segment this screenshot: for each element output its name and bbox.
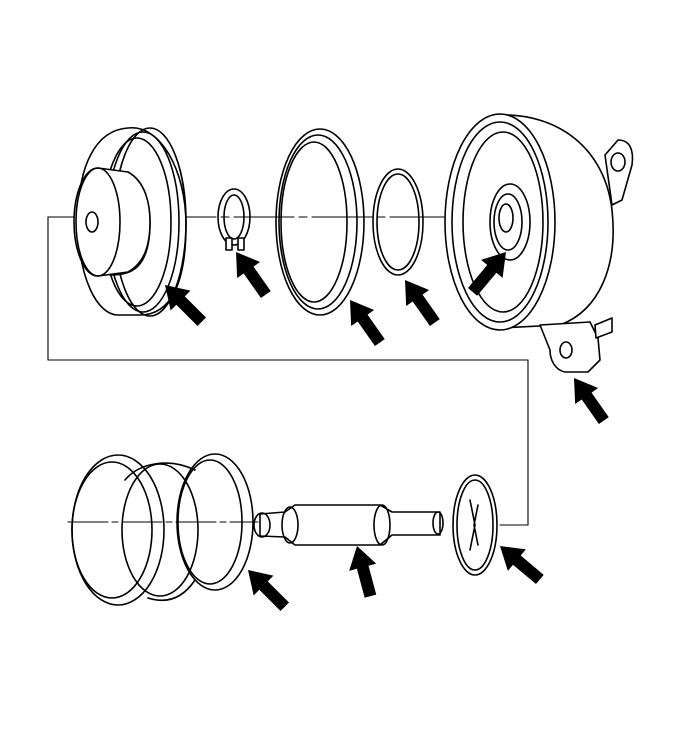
arrow-pin (349, 546, 377, 598)
arrow-housing-bore (467, 252, 506, 296)
arrow-inner-seal-ring (405, 280, 440, 327)
assembly-axis-line (47, 216, 529, 526)
arrow-snap-ring (236, 252, 271, 299)
arrow-piston (165, 285, 207, 327)
arrow-outer-seal-ring (350, 300, 385, 347)
cap (452, 474, 498, 576)
arrow-springs (248, 570, 290, 612)
housing (444, 113, 634, 373)
arrow-housing-mount (574, 378, 609, 425)
arrow-cap (500, 546, 544, 585)
snap-ring (217, 188, 251, 251)
pin (253, 504, 444, 546)
inner-seal-ring (372, 168, 424, 276)
outer-seal-ring (275, 128, 365, 316)
pointer-arrows (165, 252, 609, 612)
springs (67, 453, 259, 606)
piston (73, 127, 187, 317)
